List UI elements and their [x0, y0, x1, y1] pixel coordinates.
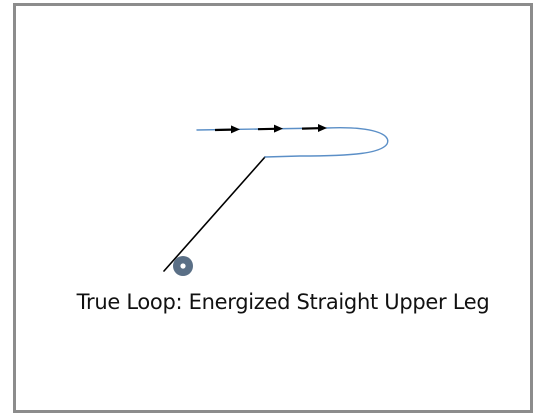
arrow-right-icon	[215, 125, 240, 133]
arrow-right-icon	[302, 124, 327, 132]
arrow-right-icon	[258, 125, 283, 133]
fly-rod	[164, 157, 265, 271]
diagram-caption: True Loop: Energized Straight Upper Leg	[0, 290, 540, 314]
reel-icon	[173, 256, 193, 276]
fly-line-loop-diagram	[0, 0, 540, 402]
fly-line-loop	[197, 128, 388, 157]
